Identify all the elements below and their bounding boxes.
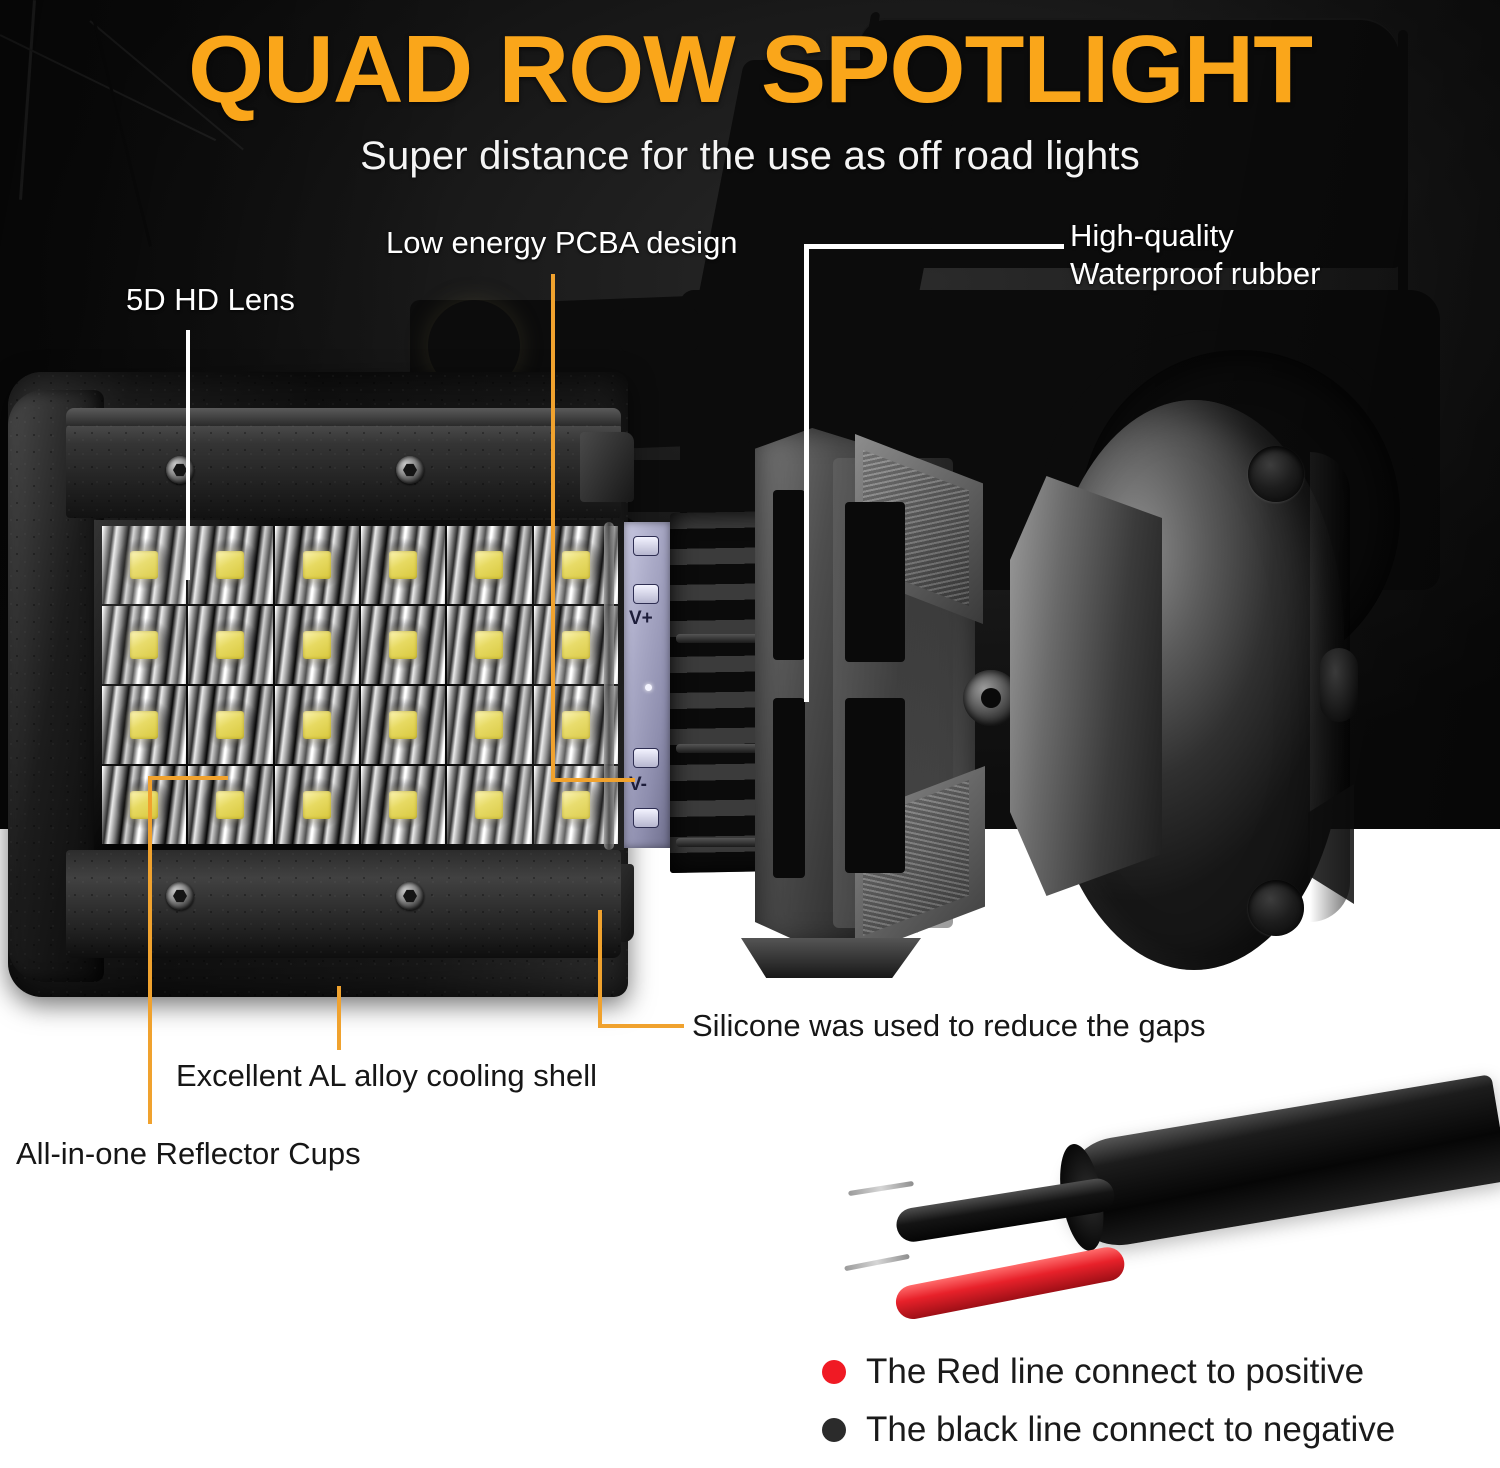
hex-screw-icon [166,882,194,910]
callout-line-silicone-horizontal [598,1024,684,1028]
reflector-cup [274,526,359,604]
hex-screw-icon [396,456,424,484]
reflector-cup [188,606,273,684]
hex-screw-icon [396,882,424,910]
callout-line-pcba-horizontal [551,778,635,782]
reflector-cup [274,766,359,844]
reflector-cup [361,766,446,844]
callout-label-lens: 5D HD Lens [126,282,295,317]
red-bullet-icon [822,1360,846,1384]
black-bullet-icon [822,1418,846,1442]
solder-pad [633,808,659,828]
callout-line-pcba-vertical [551,274,555,782]
callout-line-silicone-vertical [598,910,602,1028]
bracket-pivot-hole [963,670,1019,726]
reflector-cup [361,526,446,604]
reflector-cup [533,526,618,604]
callout-line-rubber-horizontal [804,244,1064,249]
led-light-bar-product: V+ V- [8,372,790,1002]
waterproof-rubber-mount [1010,392,1358,982]
callout-line-reflector-horizontal [148,776,228,780]
reflector-cup-grid [102,526,618,844]
reflector-cup [102,766,187,844]
reflector-cup [361,606,446,684]
reflector-cup [447,606,532,684]
callout-label-pcba: Low energy PCBA design [386,225,738,260]
wire-outer-jacket [1057,1074,1500,1254]
solder-pad [633,748,659,768]
mounting-bracket [735,398,1025,983]
reflector-cup [533,686,618,764]
black-wire-bare-tip [848,1180,914,1197]
header: QUAD ROW SPOTLIGHT Super distance for th… [0,0,1500,179]
callout-label-reflector: All-in-one Reflector Cups [16,1136,361,1171]
reflector-cup [447,526,532,604]
callout-line-lens [186,330,190,580]
reflector-cup [533,606,618,684]
reflector-cup [102,526,187,604]
reflector-cup [188,526,273,604]
reflector-cup [274,686,359,764]
mount-side-slot [1320,648,1358,722]
callout-label-rubber-line2: Waterproof rubber [1070,256,1321,291]
wiring-legend: The Red line connect to positive The bla… [822,1352,1482,1468]
led-lens-array [94,520,624,850]
page-subtitle: Super distance for the use as off road l… [360,134,1140,178]
wire-harness-image [830,1074,1500,1350]
heat-sink-rod [676,838,786,847]
mount-bolt-hole [1248,880,1304,936]
led-pcba-board: V+ V- [624,522,670,848]
callout-label-shell: Excellent AL alloy cooling shell [176,1058,598,1093]
page-title: QUAD ROW SPOTLIGHT [188,16,1313,123]
callout-label-silicone: Silicone was used to reduce the gaps [692,1008,1206,1043]
pcb-positive-label: V+ [629,608,653,629]
callout-line-reflector-vertical [148,776,152,1124]
reflector-cup [188,686,273,764]
mount-bolt-hole [1248,446,1304,502]
solder-pad [633,584,659,604]
housing-latch-top [580,432,634,502]
legend-item-red: The Red line connect to positive [822,1352,1482,1392]
red-wire-bare-tip [844,1253,910,1272]
reflector-cup [447,766,532,844]
heat-sink-rod [676,634,786,643]
legend-label-red: The Red line connect to positive [866,1352,1365,1391]
reflector-cup [447,686,532,764]
callout-label-rubber-line1: High-quality [1070,218,1234,253]
callout-line-shell [337,986,341,1050]
solder-pad [633,536,659,556]
callout-line-rubber-vertical [804,244,809,702]
reflector-cup [102,606,187,684]
pcb-via-dot [645,684,652,691]
red-wire [893,1244,1128,1322]
heat-sink-rod [676,744,786,753]
legend-item-black: The black line connect to negative [822,1410,1482,1450]
reflector-cup [102,686,187,764]
silicone-seal-bead [604,522,614,850]
legend-label-black: The black line connect to negative [866,1410,1396,1449]
housing-top-bar [66,408,621,518]
reflector-cup [361,686,446,764]
reflector-cup [274,606,359,684]
